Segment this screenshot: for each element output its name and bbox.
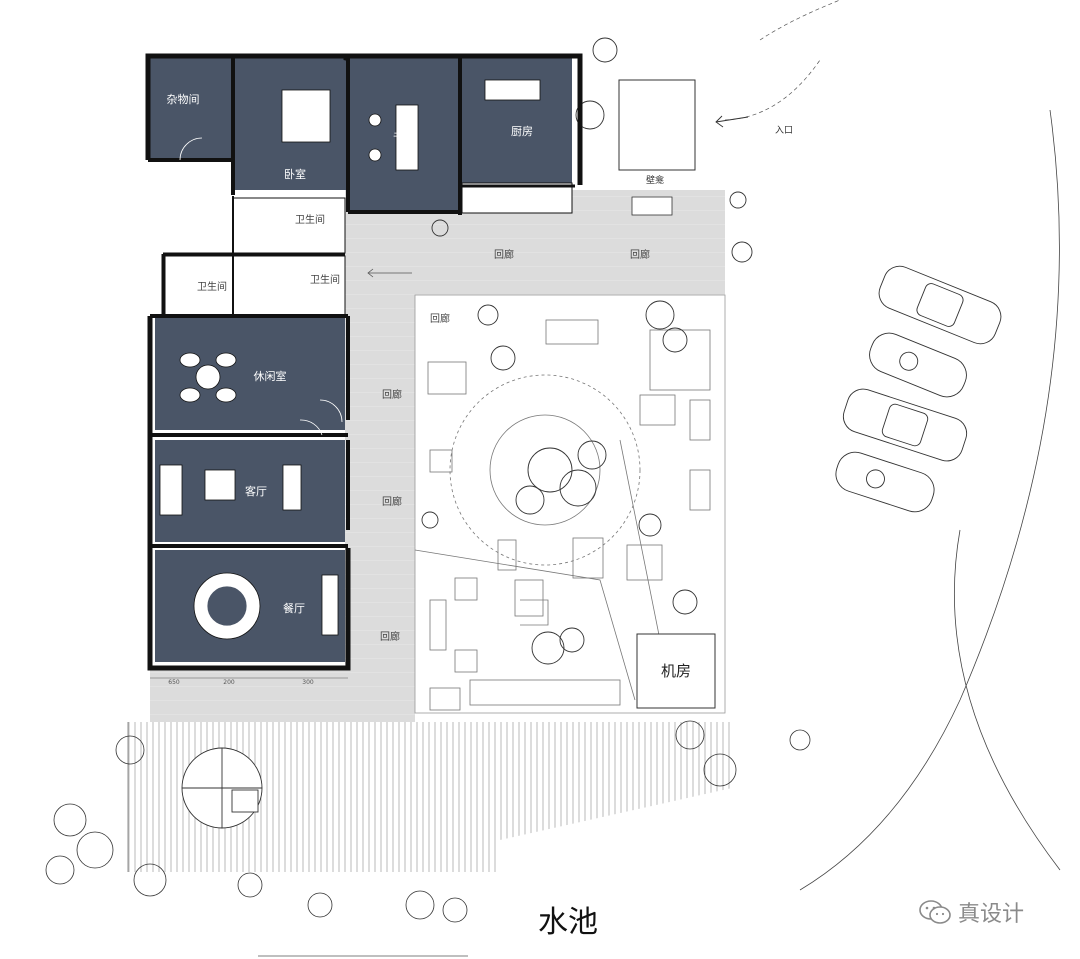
room-label-bath-lower-right: 卫生间 [310,273,340,286]
machine-room: 机房 [636,633,716,709]
watermark: 真设计 [918,896,1024,928]
furniture [159,79,541,640]
corridor-label-3: 回廊 [430,312,450,325]
corridor-label-2: 回廊 [630,248,650,261]
wood-deck [127,722,732,872]
corridor-label-5: 回廊 [382,495,402,508]
room-label-kitchen: 厨房 [511,125,533,138]
dimension-label-3: 300 [302,679,314,686]
room-label-lounge: 休闲室 [254,369,287,383]
room-label-study: 书房 [393,130,415,143]
wechat-icon [919,900,951,924]
room-label-living: 客厅 [245,484,267,498]
deck-shrubs [45,720,811,923]
room-label-bath-upper: 卫生间 [295,213,325,226]
entrance-label: 入口 [775,125,793,136]
dimension-strip: 650 200 300 [150,677,348,686]
room-label-bedroom: 卧室 [284,167,306,181]
corridor-label-1: 回廊 [494,248,514,261]
entrance-marker: 入口 [715,0,841,136]
pool-label: 水池 [538,905,598,940]
walls [145,53,583,671]
driveway-curves [799,109,1061,891]
corridor-label-4: 回廊 [382,388,402,401]
deck-round-table [181,747,263,829]
corridor-arrow [367,268,412,278]
machine-room-label: 机房 [661,662,691,680]
dimension-label-1: 650 [168,679,180,686]
corridor-label-6: 回廊 [380,630,400,643]
parked-cars [835,265,1002,513]
room-label-dining: 餐厅 [283,601,305,615]
garage-label: 壁龛 [646,174,664,186]
garden-shrubs [421,37,753,665]
garage-pad: 壁龛 [618,79,696,216]
room-label-storage: 杂物间 [167,92,200,106]
doors [179,137,343,436]
room-label-bath-lower-left: 卫生间 [197,280,227,293]
watermark-text: 真设计 [958,902,1025,927]
dimension-label-2: 200 [223,679,235,686]
